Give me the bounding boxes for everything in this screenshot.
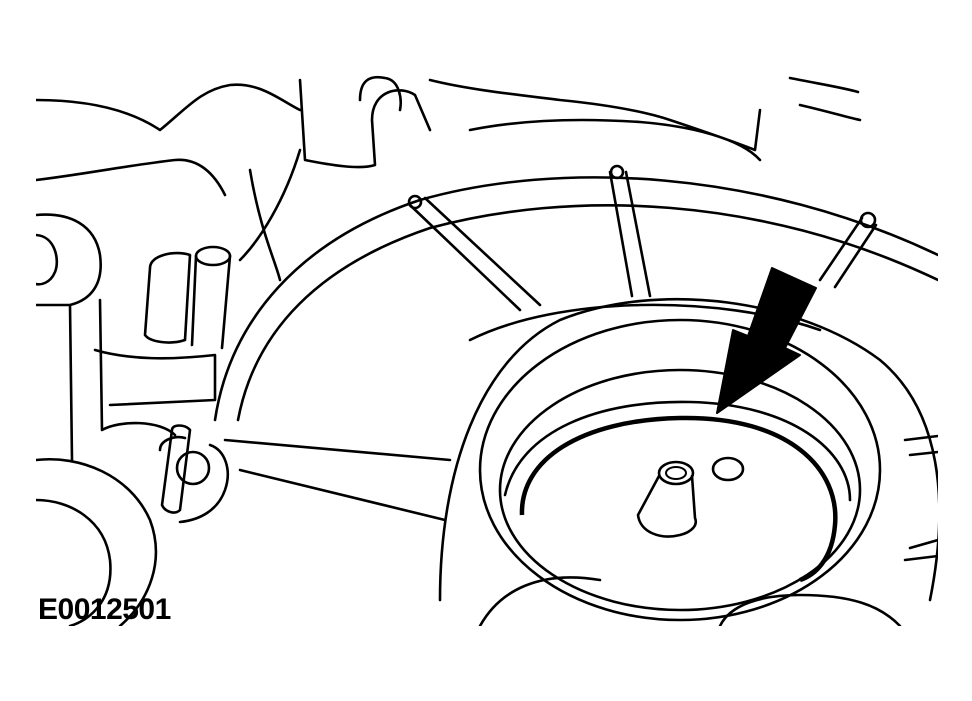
- bore-lower-wall: [478, 576, 602, 626]
- lower-right-boss: [718, 593, 902, 626]
- pin-base: [93, 348, 217, 407]
- rib-right-end: [859, 211, 877, 229]
- housing-drawing: [36, 75, 938, 626]
- top-boss: [298, 75, 432, 169]
- post-top: [657, 460, 695, 486]
- small-pin-boss: [175, 450, 211, 486]
- top-rib-right: [428, 78, 762, 162]
- rib-center: [608, 170, 652, 298]
- rib-center-end: [609, 164, 625, 180]
- small-hole: [711, 456, 745, 482]
- bore-inner-step: [498, 368, 862, 612]
- case-outer-arc: [213, 176, 938, 422]
- pin-body: [143, 251, 192, 344]
- callout-arrow-icon: [716, 267, 817, 414]
- post-hole: [665, 466, 687, 480]
- post-body: [636, 474, 698, 538]
- dowel-body: [190, 254, 232, 350]
- o-ring-seal: [519, 415, 838, 583]
- rib-right: [818, 216, 878, 289]
- lower-left-boss: [36, 457, 158, 626]
- diagonal-web: [223, 148, 452, 522]
- left-flange: [68, 298, 177, 462]
- casting-top-left: [36, 83, 302, 197]
- casting-left-lobe: [36, 213, 102, 307]
- small-pin: [160, 424, 192, 514]
- bore-rim: [478, 318, 882, 622]
- rib-left-end: [407, 194, 423, 210]
- left-bore: [36, 233, 59, 286]
- top-right-edge: [788, 76, 862, 122]
- case-inner-arc: [236, 204, 938, 422]
- rib-left: [408, 196, 542, 312]
- pin-web: [158, 435, 230, 524]
- dowel-top: [194, 245, 232, 267]
- bore-floor: [503, 400, 852, 502]
- right-flange: [903, 434, 938, 562]
- figure-code: E0012501: [38, 593, 171, 626]
